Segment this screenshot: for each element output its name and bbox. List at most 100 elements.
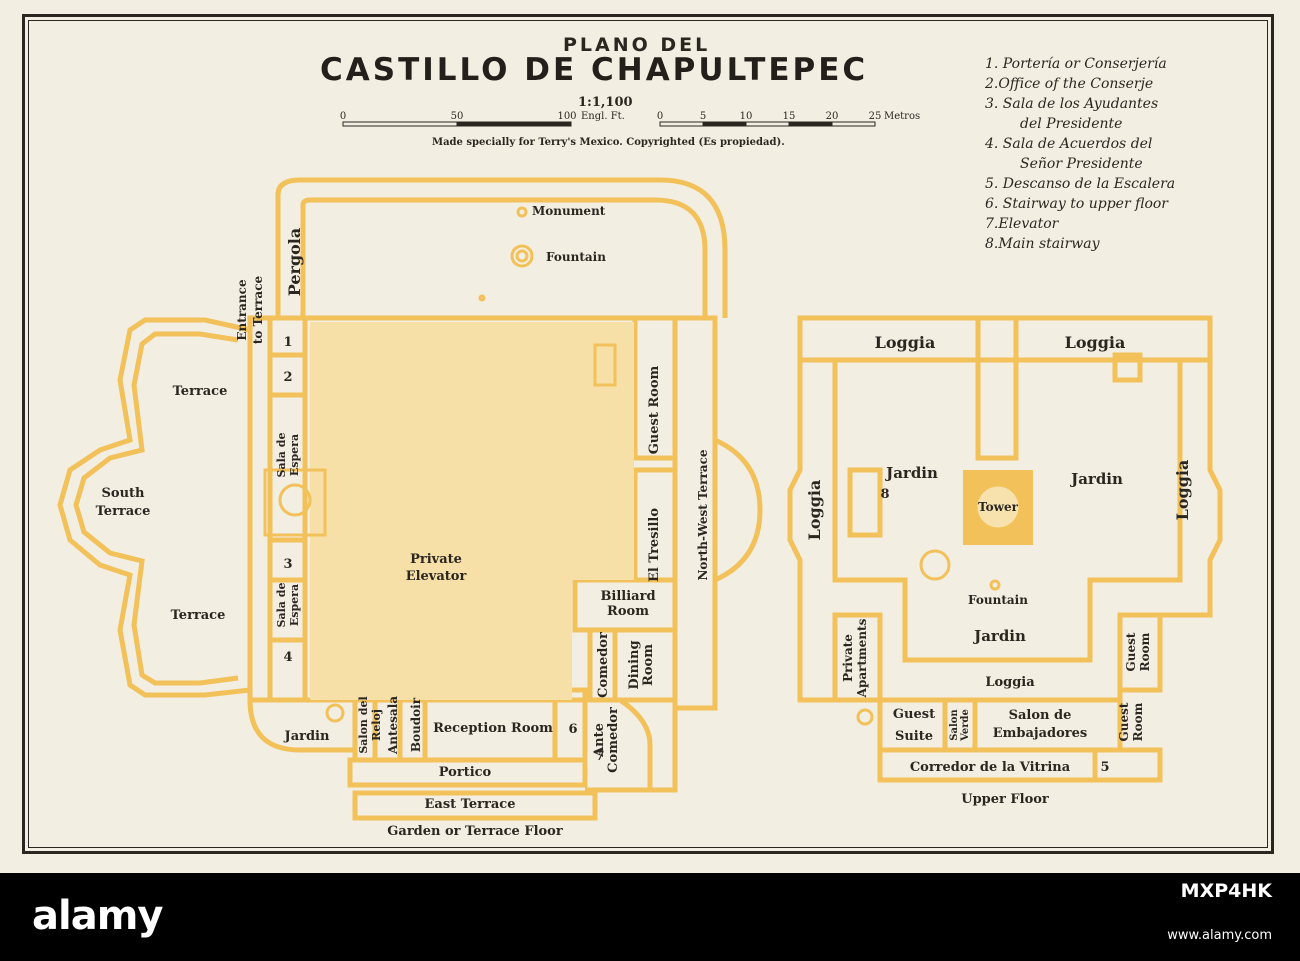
label-private-apartments: Private xyxy=(841,634,855,682)
legend-item: 3. Sala de los Ayudantes xyxy=(985,96,1159,112)
label-salon-reloj-2: Reloj xyxy=(370,709,383,741)
label-comedor: Comedor xyxy=(596,632,611,698)
upper-floor-walls xyxy=(787,315,1223,783)
label-sala-espera-1: Sala de xyxy=(275,433,288,478)
watermark-bar xyxy=(0,873,1300,961)
scale-tick-ft-50: 50 xyxy=(451,111,464,122)
scale-tick-ft-0: 0 xyxy=(340,111,346,122)
label-private-elevator: Private xyxy=(410,552,462,567)
label-billiard-room-2: Room xyxy=(607,604,649,619)
legend-item: 7.Elevator xyxy=(985,216,1059,232)
map-credit: Made specially for Terry's Mexico. Copyr… xyxy=(432,137,785,148)
label-sala-espera-2: Sala de xyxy=(275,583,288,628)
label-salon-embajadores-2: Embajadores xyxy=(993,726,1088,741)
label-pergola: Pergola xyxy=(285,228,304,297)
label-salon-verde: Salon xyxy=(949,709,960,741)
label-guest-room-1: Guest xyxy=(1124,632,1138,671)
map-sheet xyxy=(0,0,1300,873)
label-guest-room-2: Guest xyxy=(1117,702,1131,741)
label-dining-room-2: Room xyxy=(641,644,656,686)
label-jardin-e: Jardin xyxy=(1069,470,1123,488)
label-dining-room: Dining xyxy=(627,640,642,689)
label-boudoir: Boudoir xyxy=(409,697,423,752)
legend: 1. Portería or Conserjería 2.Office of t… xyxy=(985,54,1175,254)
image-id: MXP4HK xyxy=(1180,880,1272,902)
label-room-7: 7 xyxy=(595,749,604,764)
legend-item: 6. Stairway to upper floor xyxy=(985,196,1168,212)
legend-item: 2.Office of the Conserje xyxy=(985,76,1154,92)
map-border-inner xyxy=(28,20,1268,848)
scale-bar xyxy=(342,121,876,127)
label-loggia-ne: Loggia xyxy=(1065,333,1126,352)
label-sala-espera-1b: Espera xyxy=(288,434,301,476)
scale-tick-ft-100: 100 xyxy=(557,111,576,122)
scale-unit-ft: Engl. Ft. xyxy=(581,111,625,122)
label-guest-room-2b: Room xyxy=(1131,702,1145,741)
label-room-1: 1 xyxy=(283,335,292,350)
label-jardin: Jardin xyxy=(284,729,330,744)
label-portico: Portico xyxy=(439,765,492,780)
label-entrance: Entrance xyxy=(235,279,249,341)
label-private-apartments-2: Apartments xyxy=(855,618,869,698)
label-terrace-south: Terrace xyxy=(171,608,226,623)
label-loggia-e: Loggia xyxy=(1173,460,1192,521)
label-room-4: 4 xyxy=(283,650,292,665)
label-east-terrace: East Terrace xyxy=(425,797,516,812)
label-room-2: 2 xyxy=(283,370,292,385)
label-monument: Monument xyxy=(532,204,606,218)
label-private-elevator-2: Elevator xyxy=(406,569,467,584)
floor-plans-drawing: 0 50 100 Engl. Ft. 0 5 10 15 20 25 Metro… xyxy=(57,111,1223,839)
label-salon-embajadores: Salon de xyxy=(1009,708,1072,723)
label-tower: Tower xyxy=(978,500,1019,514)
label-sala-espera-2b: Espera xyxy=(288,584,301,626)
scale-tick-m-25: 25 xyxy=(869,111,882,122)
caption-ground-floor: Garden or Terrace Floor xyxy=(387,824,563,839)
scale-tick-m-5: 5 xyxy=(700,111,706,122)
legend-item: 8.Main stairway xyxy=(985,236,1100,252)
scale-unit-m: Metros xyxy=(884,111,920,122)
label-el-tresillo: El Tresillo xyxy=(647,508,662,582)
alamy-logo: alamy xyxy=(32,893,163,939)
scale-ratio: 1:1,100 xyxy=(578,95,633,110)
scale-tick-m-10: 10 xyxy=(740,111,753,122)
label-reception-room: Reception Room xyxy=(433,721,553,736)
label-south-terrace-2: Terrace xyxy=(96,504,151,519)
label-ante-comedor-2: Comedor xyxy=(606,707,621,773)
label-guest-room-1b: Room xyxy=(1138,632,1152,671)
label-north-west-terrace: North-West Terrace xyxy=(696,449,710,580)
label-room-5: 5 xyxy=(1100,760,1109,775)
label-loggia-w: Loggia xyxy=(805,480,824,541)
label-ante-comedor: Ante xyxy=(592,723,607,758)
label-fountain: Fountain xyxy=(546,250,606,264)
upper-floor-features xyxy=(856,549,1001,726)
map-title: CASTILLO DE CHAPULTEPEC xyxy=(320,52,869,88)
scale-tick-m-0: 0 xyxy=(657,111,663,122)
label-loggia-s: Loggia xyxy=(985,675,1035,690)
label-room-3: 3 xyxy=(283,557,292,572)
label-corredor-vitrina: Corredor de la Vitrina xyxy=(910,760,1071,775)
caption-upper-floor: Upper Floor xyxy=(961,792,1049,807)
label-fountain-upper: Fountain xyxy=(968,593,1028,607)
courtyard xyxy=(310,322,572,700)
scale-tick-m-15: 15 xyxy=(783,111,796,122)
map-border-outer xyxy=(22,14,1274,854)
legend-item-continued: Señor Presidente xyxy=(1020,156,1143,172)
plan-label: PLANO DEL xyxy=(563,34,711,56)
label-salon-verde-2: Verde xyxy=(960,709,971,742)
label-guest-suite-2: Suite xyxy=(895,729,933,744)
legend-item: 5. Descanso de la Escalera xyxy=(985,176,1176,192)
label-terrace-north: Terrace xyxy=(173,384,228,399)
label-jardin-w: Jardin xyxy=(884,464,938,482)
label-south-terrace: South xyxy=(102,486,146,501)
label-guest-suite: Guest xyxy=(893,707,935,722)
legend-item: 1. Portería or Conserjería xyxy=(985,56,1167,72)
label-jardin-s: Jardin xyxy=(972,627,1026,645)
label-room-8: 8 xyxy=(880,487,889,502)
legend-item: 4. Sala de Acuerdos del xyxy=(985,136,1153,152)
ground-floor-features xyxy=(263,206,617,723)
label-billiard-room: Billiard xyxy=(600,589,655,604)
legend-item-continued: del Presidente xyxy=(1020,116,1123,132)
scale-ticks: 0 50 100 Engl. Ft. 0 5 10 15 20 25 Metro… xyxy=(340,111,920,122)
watermark-url: www.alamy.com xyxy=(1167,928,1272,943)
scale-tick-m-20: 20 xyxy=(826,111,839,122)
